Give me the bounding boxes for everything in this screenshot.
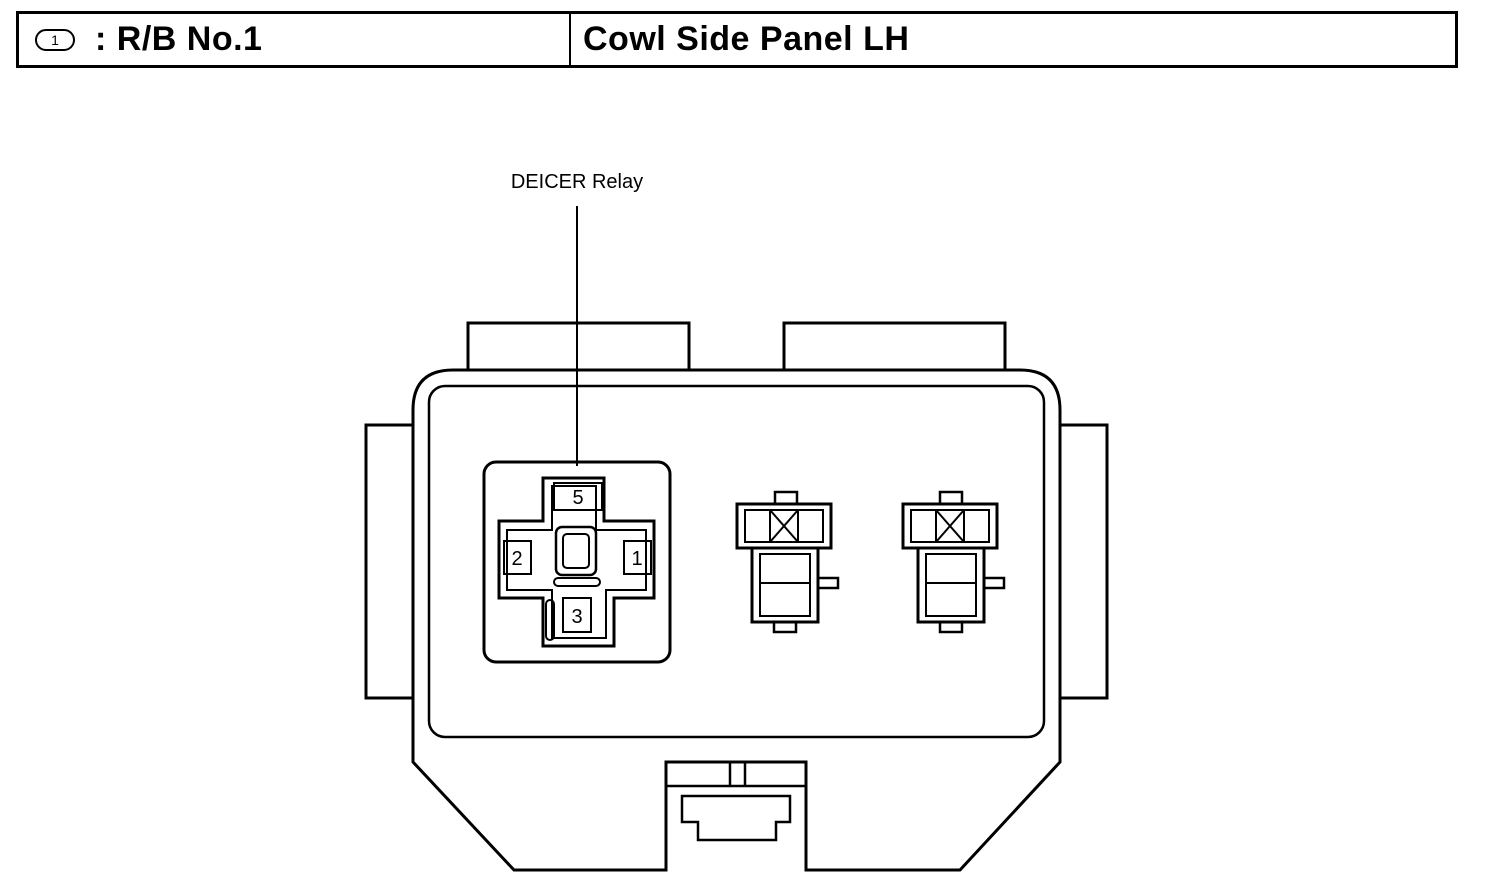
bottom-connector <box>666 762 806 842</box>
connector-code: 1 <box>51 31 59 48</box>
terminal-3-label: 3 <box>571 606 582 628</box>
connector-cell: 1 : R/B No.1 <box>19 14 571 65</box>
top-tab-right <box>782 321 1007 370</box>
relay-callout-label: DEICER Relay <box>511 171 643 193</box>
fuse-holder-1 <box>735 490 840 634</box>
header-table: 1 : R/B No.1 Cowl Side Panel LH <box>16 11 1458 68</box>
location-label: Cowl Side Panel LH <box>583 20 910 58</box>
connector-name: : R/B No.1 <box>95 20 263 58</box>
terminal-1-label: 1 <box>631 548 642 570</box>
block-outer-body <box>411 368 1062 872</box>
terminal-2-label: 2 <box>511 548 522 570</box>
side-tab-left <box>364 423 413 700</box>
location-cell: Cowl Side Panel LH <box>571 14 1455 65</box>
side-tab-right <box>1060 423 1109 700</box>
connector-code-badge: 1 <box>35 28 75 51</box>
deicer-relay-socket: 5 2 1 3 <box>482 460 672 664</box>
block-inner-panel <box>427 384 1046 739</box>
terminal-5-label: 5 <box>572 487 583 509</box>
fuse-holder-2 <box>901 490 1006 634</box>
top-tab-left <box>466 321 691 370</box>
